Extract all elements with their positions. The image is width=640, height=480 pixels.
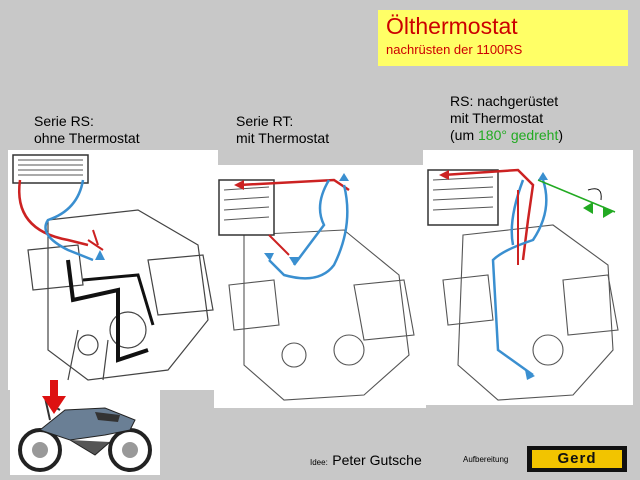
gerd-logo-text: Gerd [532,450,622,468]
credit-prefix: Idee: [310,458,328,467]
panel-rs-nachgeruestet [423,150,633,405]
rotation-curve-icon [587,188,602,201]
oil-cooler-rs [12,154,89,184]
label-serie-rt-line2: mit Thermostat [236,130,330,146]
panel-serie-rt [214,165,426,408]
title-box: Ölthermostat nachrüsten der 1100RS [378,10,628,66]
gerd-logo: Gerd [527,446,627,472]
engine-diagram-rs [12,154,214,381]
red-arrow-icon [42,380,66,414]
motorcycle-image [10,380,160,475]
label-serie-rt-line1: Serie RT: [236,113,294,129]
label-serie-rs-line1: Serie RS: [34,113,94,129]
rotation-axis-line [537,179,616,213]
page-title: Ölthermostat [386,13,518,39]
engine-diagram-rs-retrofit [427,168,619,401]
label-rs-rotation-text: 180° gedreht [478,127,559,143]
label-serie-rs: Serie RS: ohne Thermostat [34,113,140,147]
label-serie-rs-line2: ohne Thermostat [34,130,140,146]
credit-idee: Idee: Peter Gutsche [310,452,422,470]
rotation-arrow-right [603,206,613,218]
rotation-arrow-left [583,202,593,214]
label-rs-line3-pre: (um [450,127,478,143]
engine-diagram-rt [218,173,415,401]
page-subtitle: nachrüsten der 1100RS [386,42,523,57]
credit-name: Peter Gutsche [332,452,422,468]
label-rs-line3: (um 180° gedreht) [450,127,563,144]
label-rs-line2: mit Thermostat [450,110,544,126]
label-rs-line3-post: ) [558,127,564,143]
motorcycle-icon [10,390,160,475]
panel-serie-rs [8,150,218,390]
oil-cooler-rt [218,179,275,236]
label-serie-rt: Serie RT: mit Thermostat [236,113,329,147]
label-rs-nachgeruestet: RS: nachgerüstet mit Thermostat (um 180°… [450,93,563,144]
credit-aufbereitung: Aufbereitung [463,455,509,464]
oil-cooler-rs-retrofit [427,169,499,226]
label-rs-line1: RS: nachgerüstet [450,93,559,109]
